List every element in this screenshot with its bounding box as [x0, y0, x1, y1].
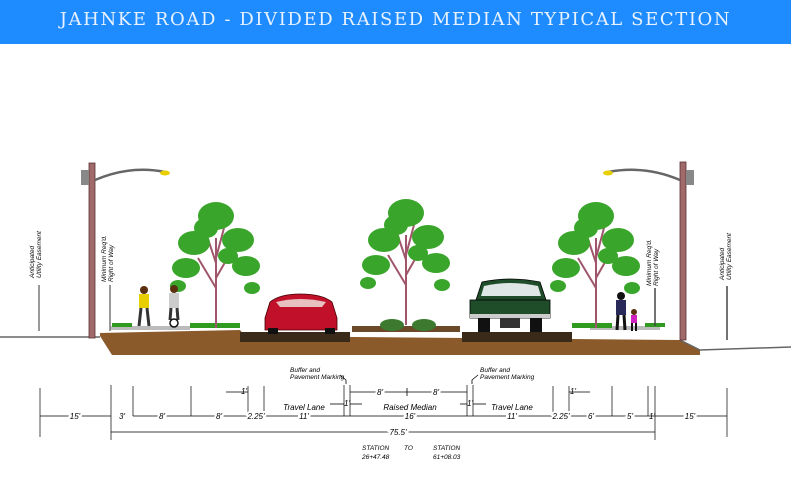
right-row-label: Minimum Req'd. Right of Way [646, 239, 660, 326]
dim-left-lane: 11' [299, 412, 309, 421]
street-light-left [81, 162, 170, 339]
svg-text:Anticipated: Anticipated [719, 247, 726, 281]
dimension-labels: 15' 3' 8' 8' 1' 2.25' Travel Lane 11' 1'… [68, 367, 698, 461]
pedestrian-child-right [631, 309, 637, 331]
dim-left-buffer: 1' [344, 399, 350, 408]
pedestrian-adult-right [615, 292, 627, 331]
svg-text:Anticipated: Anticipated [29, 245, 36, 279]
dim-right-planting: 6' [588, 412, 594, 421]
dim-right-small: 1' [570, 387, 576, 396]
dim-median: 16' [405, 412, 416, 421]
buffer-left-label-1: Buffer and [290, 367, 320, 374]
tree-left [169, 201, 261, 329]
buffer-right-label-1: Buffer and [480, 367, 510, 374]
right-easement-label: Anticipated Utility Easement [719, 232, 733, 340]
station-from-label: STATION [362, 445, 390, 452]
svg-text:Minimum Req'd.: Minimum Req'd. [646, 239, 653, 286]
pedestrian-left [137, 286, 151, 327]
red-car [264, 293, 338, 334]
station-to: TO [404, 445, 413, 452]
station-from-value: 26+47.48 [361, 454, 390, 461]
dim-left-sidewalk: 8' [159, 412, 165, 421]
dim-right-easement: 15' [685, 412, 696, 421]
tree-median [359, 198, 451, 326]
left-easement-label: Anticipated Utility Easement [29, 230, 43, 331]
median-shrubs [380, 319, 436, 331]
left-row-label: Minimum Req'd. Right of Way [101, 235, 115, 331]
svg-text:Right of Way: Right of Way [653, 248, 660, 286]
dim-left-curb: 3' [119, 412, 125, 421]
cyclist [168, 285, 180, 328]
page-title: JAHNKE ROAD - DIVIDED RAISED MEDIAN TYPI… [59, 9, 732, 30]
svg-text:Utility Easement: Utility Easement [36, 230, 43, 278]
dimension-lines [39, 374, 728, 440]
buffer-right-label-2: Pavement Marking [480, 374, 535, 381]
svg-text:Utility Easement: Utility Easement [726, 232, 733, 280]
station-to-label: STATION [433, 445, 461, 452]
street-light-right [603, 161, 694, 341]
title-bar: JAHNKE ROAD - DIVIDED RAISED MEDIAN TYPI… [0, 0, 791, 44]
buffer-left-label-2: Pavement Marking [290, 374, 345, 381]
dim-left-gutter: 2.25' [246, 412, 265, 421]
tree-right [549, 201, 641, 329]
median-label: Raised Median [383, 403, 437, 412]
left-lane-label: Travel Lane [283, 403, 325, 412]
dim-total: 75.5' [389, 428, 407, 437]
dim-left-easement: 15' [70, 412, 81, 421]
dim-left-small: 1' [241, 387, 247, 396]
dim-median-half-left: 8' [377, 388, 383, 397]
dim-left-planting: 8' [216, 412, 222, 421]
svg-text:Right of Way: Right of Way [108, 244, 115, 282]
dim-right-sidewalk: 5' [627, 412, 633, 421]
dim-median-half-right: 8' [433, 388, 439, 397]
right-lane-label: Travel Lane [491, 403, 533, 412]
dim-right-buffer: 1' [467, 399, 473, 408]
dim-right-lane: 11' [507, 412, 517, 421]
dim-right-curb: 1' [649, 412, 655, 421]
svg-text:Minimum Req'd.: Minimum Req'd. [101, 235, 108, 282]
station-to-value: 61+08.03 [433, 454, 461, 461]
green-truck [469, 278, 551, 332]
dim-right-gutter: 2.25' [551, 412, 570, 421]
